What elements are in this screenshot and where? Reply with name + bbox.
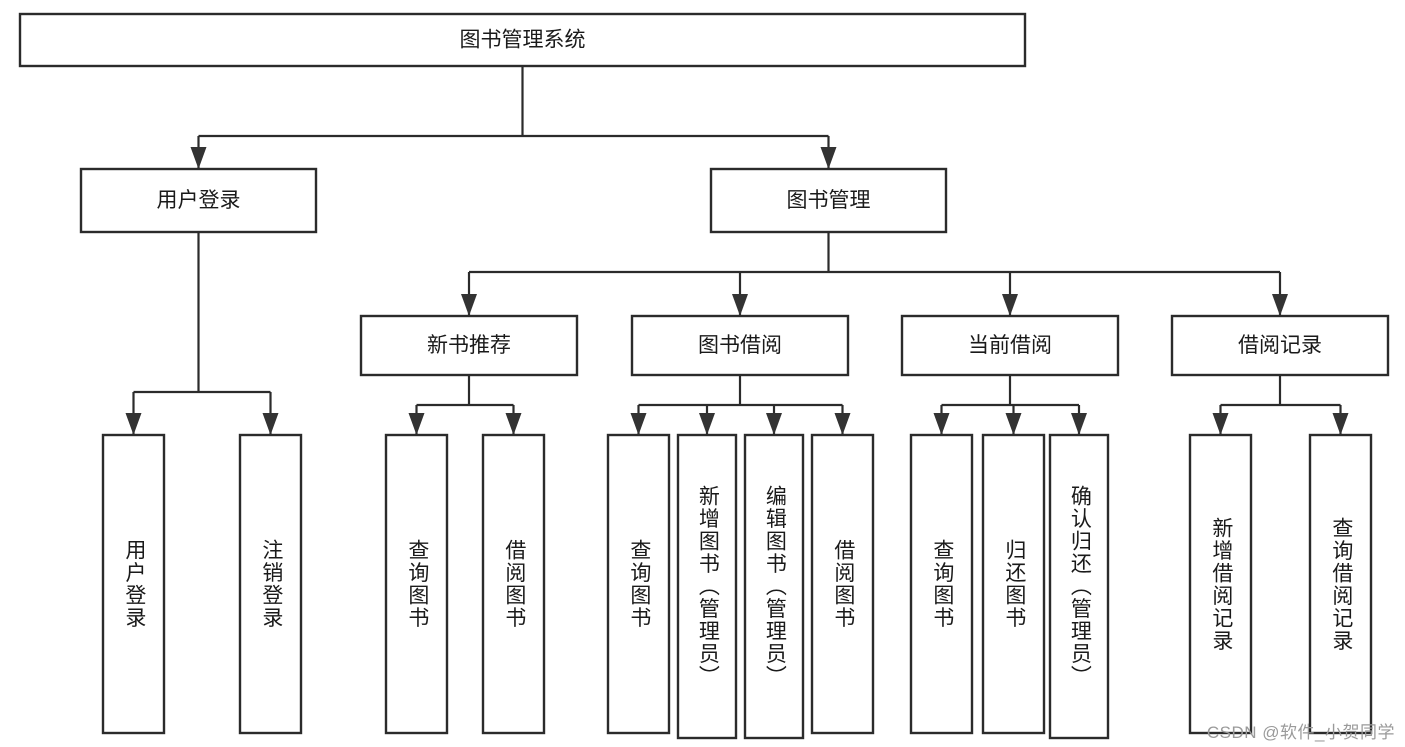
node-借阅记录-box[interactable] [1170, 314, 1390, 377]
arrow-head-icon [125, 413, 142, 435]
arrow-head-icon [834, 413, 851, 435]
node-编辑图书管理员-box[interactable] [743, 433, 805, 740]
arrow-head-icon [1272, 294, 1288, 316]
node-归还图书-box[interactable] [981, 433, 1046, 735]
node-图书管理-box[interactable] [709, 167, 948, 234]
node-图书管理系统-box[interactable] [18, 12, 1027, 68]
box-layer [18, 12, 1390, 740]
node-图书借阅-label: 图书借阅 [698, 334, 782, 357]
node-新增借阅记录-box[interactable] [1188, 433, 1253, 735]
node-图书借阅-box[interactable] [630, 314, 850, 377]
arrow-head-icon [461, 294, 477, 316]
node-借阅记录-label: 借阅记录 [1238, 334, 1322, 357]
arrow-head-icon [933, 413, 950, 435]
node-用户登录-box[interactable] [79, 167, 318, 234]
arrow-head-icon [1071, 413, 1087, 435]
arrow-head-icon [190, 147, 207, 169]
arrow-head-icon [262, 413, 279, 435]
node-查询借阅记录-box[interactable] [1308, 433, 1373, 735]
arrow-head-icon [1212, 413, 1229, 435]
arrow-head-icon [505, 413, 522, 435]
arrow-head-icon [820, 147, 837, 169]
arrow-head-icon [630, 413, 647, 435]
connector-layer [125, 66, 1349, 435]
node-查询图书-box[interactable] [384, 433, 449, 735]
node-新书推荐-label: 新书推荐 [427, 334, 511, 357]
arrow-head-icon [1002, 294, 1018, 316]
node-借阅图书-box[interactable] [481, 433, 546, 735]
arrow-head-icon [699, 413, 715, 435]
arrow-head-icon [766, 413, 782, 435]
arrow-head-icon [408, 413, 425, 435]
node-确认归还管理员-box[interactable] [1048, 433, 1110, 740]
node-用户登录-label: 用户登录 [157, 189, 241, 212]
node-图书管理-label: 图书管理 [787, 189, 871, 212]
node-注销登录-box[interactable] [238, 433, 303, 735]
arrow-head-icon [1005, 413, 1022, 435]
watermark-text: CSDN @软件_小贺同学 [1206, 723, 1395, 742]
node-新增图书管理员-box[interactable] [676, 433, 738, 740]
node-借阅图书-box[interactable] [810, 433, 875, 735]
node-查询图书-box[interactable] [606, 433, 671, 735]
arrow-head-icon [1332, 413, 1349, 435]
arrow-head-icon [732, 294, 748, 316]
node-当前借阅-box[interactable] [900, 314, 1120, 377]
node-新书推荐-box[interactable] [359, 314, 579, 377]
node-用户登录-box[interactable] [101, 433, 166, 735]
node-图书管理系统-label: 图书管理系统 [460, 29, 586, 52]
node-当前借阅-label: 当前借阅 [968, 334, 1052, 357]
node-查询图书-box[interactable] [909, 433, 974, 735]
